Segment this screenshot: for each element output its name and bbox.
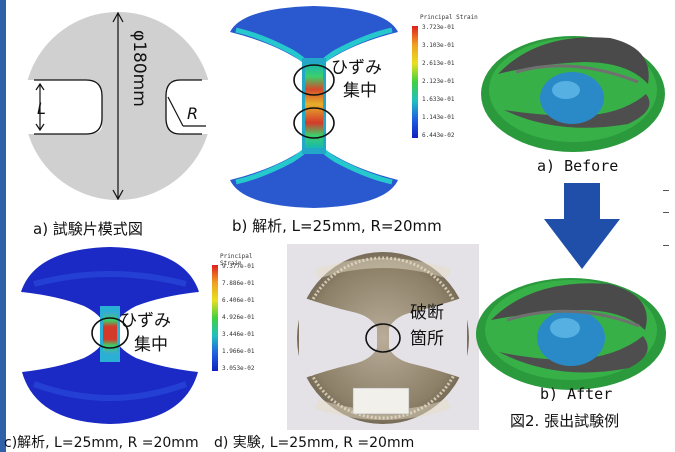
legend-c-value: 1.966e-01 <box>222 348 255 355</box>
legend-b-value: 2.123e-01 <box>422 78 455 85</box>
length-symbol: L <box>37 99 46 118</box>
margin-mark <box>663 212 669 213</box>
specimen-schematic <box>20 11 210 201</box>
radius-symbol: R <box>187 104 199 123</box>
legend-b-value: 6.443e-02 <box>422 132 455 139</box>
strain-label-b-line1: ひずみ <box>331 58 382 78</box>
legend-c-value: 3.053e-02 <box>222 365 255 372</box>
diameter-label-box: φ180mm <box>127 30 153 150</box>
strain-concentration-zone-b <box>305 64 323 148</box>
forming-before-render <box>481 36 665 152</box>
caption-d: d) 実験, L=25mm, R =20mm <box>214 435 415 451</box>
legend-c-value: 9.377e-01 <box>222 263 255 270</box>
strain-concentration-zone-c <box>103 312 117 354</box>
fracture-label-line1: 破断 <box>410 303 444 323</box>
fractured-specimen-drawing <box>297 252 469 424</box>
down-arrow-icon <box>544 183 620 269</box>
experiment-photo <box>287 244 479 430</box>
legend-b-value: 3.723e-01 <box>422 24 455 31</box>
caption-b: b) 解析, L=25mm, R=20mm <box>232 217 442 235</box>
legend-c-value: 3.446e-01 <box>222 331 255 338</box>
fracture-label-line2: 箇所 <box>410 329 444 349</box>
legend-c: Principal Strain 9.377e-01 7.886e-01 6.4… <box>212 253 276 377</box>
legend-b: Principal Strain 3.723e-01 3.103e-01 2.6… <box>412 14 478 144</box>
legend-c-value: 4.926e-01 <box>222 314 255 321</box>
legend-b-value: 2.613e-01 <box>422 60 455 67</box>
strain-label-c-line2: 集中 <box>134 335 168 355</box>
legend-b-value: 3.103e-01 <box>422 42 455 49</box>
before-caption: a) Before <box>537 157 619 175</box>
strain-label-c-line1: ひずみ <box>120 311 171 331</box>
page-left-border <box>0 0 6 452</box>
caption-c: c)解析, L=25mm, R =20mm <box>4 435 199 451</box>
forming-after-render <box>476 278 666 390</box>
margin-mark <box>663 245 669 246</box>
specimen-left-cutout <box>20 80 102 134</box>
legend-b-value: 1.143e-01 <box>422 114 455 121</box>
after-caption: b) After <box>540 385 613 403</box>
fea-contour-c <box>21 246 199 424</box>
radius-leader-line <box>167 96 184 127</box>
legend-b-colorbar <box>412 26 418 138</box>
specimen-disc <box>24 12 210 200</box>
legend-c-value: 6.406e-01 <box>222 297 255 304</box>
legend-b-value: 1.633e-01 <box>422 96 455 103</box>
strain-label-b-line2: 集中 <box>343 81 377 101</box>
caption-a: a) 試験片模式図 <box>33 220 143 238</box>
fea-contour-b <box>230 6 398 208</box>
legend-c-title: Principal Strain <box>220 253 253 267</box>
legend-b-title: Principal Strain <box>420 14 478 21</box>
specimen-right-cutout <box>166 80 210 134</box>
margin-mark <box>663 190 669 191</box>
figure-caption: 図2. 張出試験例 <box>510 412 620 430</box>
legend-c-value: 7.886e-01 <box>222 280 255 287</box>
diameter-label: φ180mm <box>129 30 149 107</box>
legend-c-colorbar <box>212 265 218 371</box>
